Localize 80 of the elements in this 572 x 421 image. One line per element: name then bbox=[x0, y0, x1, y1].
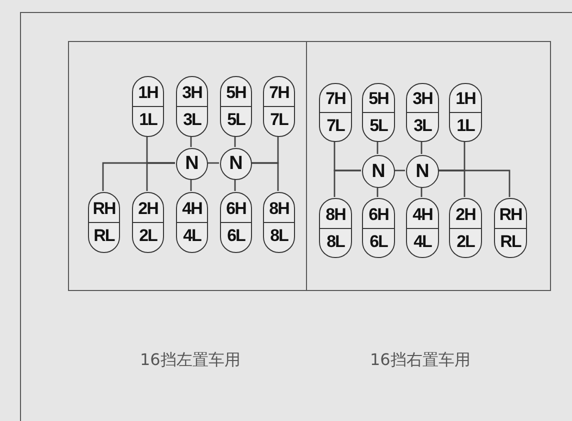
gear-label: RL bbox=[500, 230, 521, 252]
gear-label: 8L bbox=[326, 230, 344, 252]
gear-pill bbox=[362, 83, 395, 142]
gear-label: 1L bbox=[456, 115, 474, 137]
shift-line bbox=[190, 179, 192, 191]
panel-frame bbox=[306, 41, 551, 291]
shift-line bbox=[146, 162, 175, 191]
shift-line bbox=[394, 170, 405, 172]
gear-label: 6H bbox=[226, 198, 246, 220]
gear-label: 2H bbox=[456, 204, 476, 226]
shift-line bbox=[376, 187, 378, 197]
shift-line bbox=[420, 187, 422, 197]
shift-line bbox=[251, 162, 279, 191]
gear-label: 1H bbox=[138, 82, 158, 104]
gear-pill bbox=[319, 83, 352, 142]
gear-pill bbox=[88, 192, 120, 253]
gear-pill bbox=[449, 83, 482, 142]
gear-pill bbox=[176, 192, 208, 253]
neutral-label: N bbox=[372, 160, 386, 182]
neutral-label: N bbox=[185, 153, 199, 175]
gear-pill bbox=[319, 198, 352, 258]
gear-label: 4L bbox=[414, 230, 432, 252]
gear-pill bbox=[263, 192, 295, 253]
gear-label: 3H bbox=[182, 82, 202, 104]
panel-label: 16挡左置车用 bbox=[140, 350, 240, 371]
panel-label: 16挡右置车用 bbox=[370, 350, 470, 371]
gear-label: 5L bbox=[370, 115, 388, 137]
neutral-label: N bbox=[229, 153, 243, 175]
shift-line bbox=[190, 136, 192, 147]
gear-pill bbox=[263, 76, 295, 137]
shift-line bbox=[207, 162, 219, 164]
panel-frame bbox=[68, 41, 307, 291]
gear-pill bbox=[406, 83, 439, 142]
gear-label: 4H bbox=[182, 198, 202, 220]
gear-label: 1L bbox=[139, 109, 157, 131]
gear-label: 2L bbox=[456, 230, 474, 252]
gear-label: 3L bbox=[183, 109, 201, 131]
gear-label: 2L bbox=[139, 225, 157, 247]
gear-pill bbox=[220, 192, 252, 253]
gear-label: 5L bbox=[227, 109, 245, 131]
gear-pill bbox=[406, 198, 439, 258]
gear-label: 6L bbox=[227, 225, 245, 247]
gear-label: 7H bbox=[326, 88, 346, 110]
gear-label: RH bbox=[499, 204, 522, 226]
neutral-label: N bbox=[416, 160, 430, 182]
shift-line bbox=[234, 179, 236, 191]
neutral-circle bbox=[362, 155, 395, 188]
gear-label: 2H bbox=[138, 198, 158, 220]
gear-label: 7H bbox=[269, 82, 289, 104]
neutral-circle bbox=[406, 155, 439, 188]
gear-label: 8H bbox=[269, 198, 289, 220]
neutral-circle bbox=[220, 148, 252, 180]
shift-line bbox=[420, 141, 422, 154]
gear-pill bbox=[494, 198, 527, 258]
gear-label: 3L bbox=[414, 115, 432, 137]
gear-label: RL bbox=[94, 225, 114, 247]
gear-pill bbox=[132, 192, 164, 253]
gear-pill bbox=[362, 198, 395, 258]
shift-line bbox=[334, 170, 361, 197]
gear-label: 4L bbox=[183, 225, 201, 247]
gear-label: 8L bbox=[270, 225, 288, 247]
shift-line bbox=[234, 136, 236, 147]
gear-label: RH bbox=[92, 198, 116, 220]
shift-line bbox=[376, 141, 378, 154]
gear-label: 3H bbox=[412, 88, 432, 110]
gear-pill bbox=[449, 198, 482, 258]
gear-label: 5H bbox=[368, 88, 388, 110]
neutral-circle bbox=[176, 148, 208, 180]
gear-label: 8H bbox=[326, 204, 346, 226]
gear-label: 7L bbox=[270, 109, 288, 131]
gear-pill bbox=[220, 76, 252, 137]
gear-label: 6H bbox=[368, 204, 388, 226]
shift-line bbox=[438, 170, 510, 197]
gear-pill bbox=[132, 76, 164, 137]
gear-pill bbox=[176, 76, 208, 137]
gear-label: 5H bbox=[226, 82, 246, 104]
gear-label: 1H bbox=[456, 88, 476, 110]
gear-label: 7L bbox=[326, 115, 344, 137]
gear-label: 4H bbox=[412, 204, 432, 226]
gear-label: 6L bbox=[370, 230, 388, 252]
